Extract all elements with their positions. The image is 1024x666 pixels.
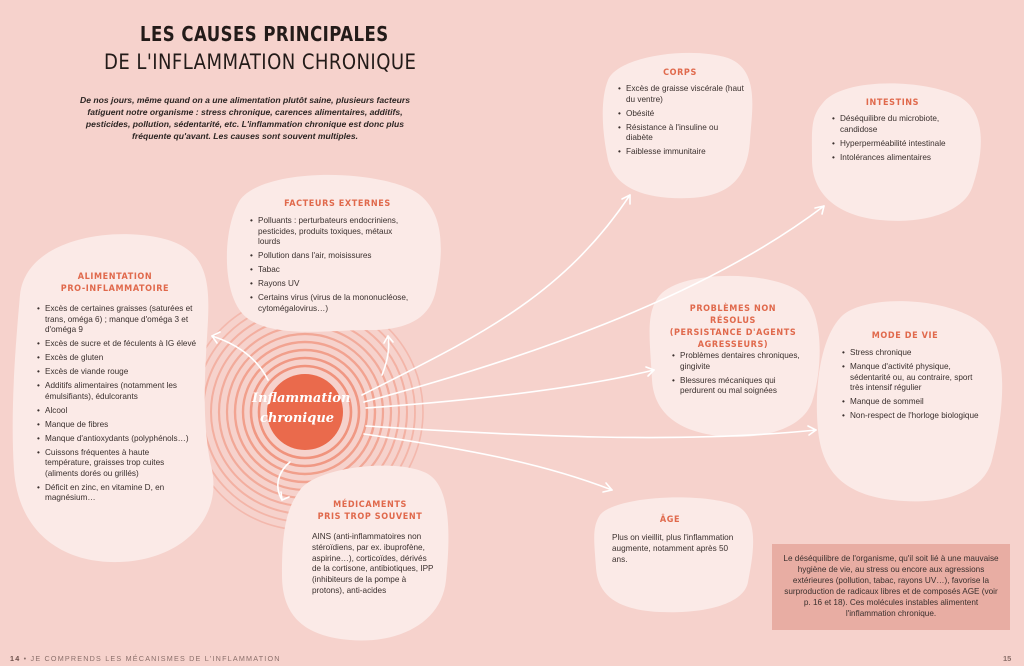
list-item: Blessures mécaniques qui perdurent ou ma… — [672, 376, 804, 397]
blob-medicaments — [282, 465, 449, 641]
page-title: LES CAUSES PRINCIPALES — [140, 22, 389, 46]
intestins-title: INTESTINS — [865, 98, 920, 108]
list-item: Certains virus (virus de la mononucléose… — [250, 293, 410, 314]
medicaments-title: MÉDICAMENTS PRIS TROP SOUVENT — [300, 499, 440, 523]
alimentation-list: Excès de certaines graisses (saturées et… — [37, 304, 197, 507]
alimentation-title: ALIMENTATION PRO-INFLAMMATOIRE — [40, 271, 190, 295]
list-item: Additifs alimentaires (notamment les ému… — [37, 381, 197, 402]
list-item: Manque d'activité physique, sédentarité … — [842, 362, 982, 394]
medicaments-title-line1: MÉDICAMENTS — [333, 500, 407, 510]
corps-list: Excès de graisse viscérale (haut du vent… — [618, 84, 746, 161]
list-item: Pollution dans l'air, moisissures — [250, 251, 410, 262]
list-item: Intolérances alimentaires — [832, 153, 967, 164]
list-item: Manque de fibres — [37, 420, 197, 431]
list-item: Excès de graisse viscérale (haut du vent… — [618, 84, 746, 105]
list-item: Rayons UV — [250, 279, 410, 290]
list-item: Manque de sommeil — [842, 397, 982, 408]
list-item: Hyperperméabilité intestinale — [832, 139, 967, 150]
problemes-title-line2: (PERSISTANCE D'AGENTS — [669, 328, 797, 338]
medicaments-text: AINS (anti-inflammatoires non stéroïdien… — [312, 532, 434, 595]
note-box: Le déséquilibre de l'organisme, qu'il so… — [772, 544, 1010, 630]
modevie-title: MODE DE VIE — [871, 331, 939, 341]
problemes-title-line1: PROBLÈMES NON RÉSOLUS — [689, 304, 777, 326]
list-item: Faiblesse immunitaire — [618, 147, 746, 158]
alimentation-title-line2: PRO-INFLAMMATOIRE — [60, 284, 170, 294]
list-item: Obésité — [618, 109, 746, 120]
arrows — [211, 194, 825, 501]
list-item: Déficit en zinc, en vitamine D, en magné… — [37, 483, 197, 504]
intro-text: De nos jours, même quand on a une alimen… — [80, 95, 410, 141]
modevie-list: Stress chronique Manque d'activité physi… — [842, 348, 982, 425]
age-title: ÂGE — [659, 515, 681, 525]
page-number-right: 15 — [1003, 654, 1012, 663]
inflammation-core — [267, 374, 343, 450]
problemes-list: Problèmes dentaires chroniques, gingivit… — [672, 351, 804, 400]
list-item: Problèmes dentaires chroniques, gingivit… — [672, 351, 804, 372]
age-text: Plus on vieillit, plus l'inflammation au… — [612, 533, 734, 564]
list-item: Résistance à l'insuline ou diabète — [618, 123, 746, 144]
problemes-title: PROBLÈMES NON RÉSOLUS (PERSISTANCE D'AGE… — [668, 303, 798, 351]
facteurs-list: Polluants : perturbateurs endocriniens, … — [250, 216, 410, 318]
footer-left: 14 • JE COMPRENDS LES MÉCANISMES DE L'IN… — [10, 654, 281, 663]
page-number-left: 14 — [10, 654, 21, 663]
medicaments-title-line2: PRIS TROP SOUVENT — [317, 512, 423, 522]
list-item: Tabac — [250, 265, 410, 276]
list-item: Excès de certaines graisses (saturées et… — [37, 304, 197, 336]
footer-chapter: JE COMPRENDS LES MÉCANISMES DE L'INFLAMM… — [30, 654, 281, 663]
list-item: Excès de sucre et de féculents à IG élev… — [37, 339, 197, 350]
facteurs-title: FACTEURS EXTERNES — [284, 199, 391, 209]
list-item: Excès de viande rouge — [37, 367, 197, 378]
list-item: Alcool — [37, 406, 197, 417]
page-subtitle: DE L'INFLAMMATION CHRONIQUE — [104, 50, 417, 74]
list-item: Déséquilibre du microbiote, candidose — [832, 114, 967, 135]
center-label-line2: chronique — [259, 411, 335, 426]
alimentation-title-line1: ALIMENTATION — [77, 272, 153, 282]
center-label: Inflammation chronique — [252, 389, 351, 429]
problemes-title-line3: AGRESSEURS) — [697, 340, 769, 350]
list-item: Excès de gluten — [37, 353, 197, 364]
footer-bullet: • — [23, 654, 31, 663]
list-item: Stress chronique — [842, 348, 982, 359]
center-label-line1: Inflammation — [252, 391, 351, 406]
list-item: Non-respect de l'horloge biologique — [842, 411, 982, 422]
list-item: Manque d'antioxydants (polyphénols…) — [37, 434, 197, 445]
intestins-list: Déséquilibre du microbiote, candidose Hy… — [832, 114, 967, 167]
list-item: Cuissons fréquentes à haute température,… — [37, 448, 197, 480]
list-item: Polluants : perturbateurs endocriniens, … — [250, 216, 410, 248]
corps-title: CORPS — [663, 68, 697, 78]
blob-age — [594, 497, 754, 613]
